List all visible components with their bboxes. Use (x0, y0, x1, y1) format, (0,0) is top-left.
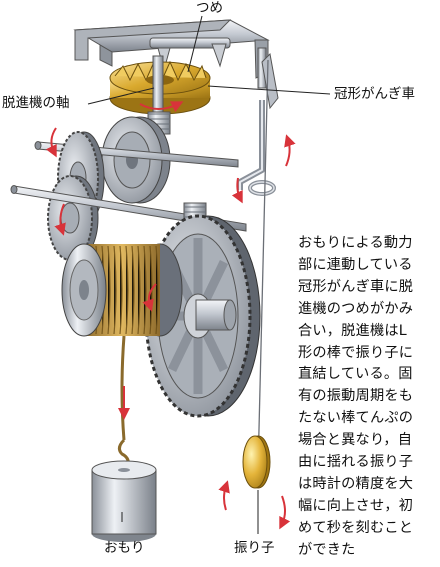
l-rod (237, 100, 276, 196)
description-line: たない棒てんぷの (298, 410, 414, 427)
pawl-leader (187, 15, 203, 73)
pendulum-rod (257, 59, 269, 471)
rod-right-arrow (284, 134, 296, 167)
description-line: めて秒を刻むこと (298, 519, 414, 536)
escapement-axle-label: 脱進機の軸 (2, 95, 70, 111)
escapement-axle-leader (87, 87, 155, 105)
description-line: 合い，脱進機はL (298, 322, 407, 339)
description-text: おもりによる動力 部に連動している 冠形がんぎ車に脱 進機のつめがかみ 合い，脱… (298, 233, 436, 562)
escapement-axle (152, 55, 164, 117)
rope-drum (61, 243, 183, 337)
description-line: 幅に向上させ，初 (298, 497, 414, 514)
upper-gear-arrow (45, 127, 57, 158)
description-line: おもりによる動力 (298, 235, 413, 251)
description-line: 冠形がんぎ車に脱 (298, 278, 414, 295)
description-line: 部に連動している (298, 256, 413, 273)
drum-axle (195, 299, 237, 331)
pendulum-bob (242, 435, 271, 489)
crown-wheel-arrow (139, 101, 184, 113)
description-line: 有の振動周期をも (298, 388, 414, 405)
drum-arrow (142, 283, 157, 312)
description-line: ができた (298, 541, 356, 558)
crown-wheel-leader (207, 85, 331, 95)
pendulum-right-arrow (279, 495, 291, 530)
pawl-label: つめ (196, 0, 223, 16)
leader-lines (87, 15, 331, 534)
description-line: 直結している。固 (298, 366, 413, 383)
pendulum-left-arrow (218, 480, 230, 511)
description-line: 形の棒で振り子に (298, 344, 414, 361)
crown-wheel-label: 冠形がんぎ車 (334, 86, 415, 102)
description-line: 由に揺れる振り子 (298, 454, 414, 471)
weight-label: おもり (104, 540, 145, 556)
pendulum-label: 振り子 (234, 540, 275, 556)
weight-rope (120, 335, 126, 441)
middle-gear-arrow (54, 203, 66, 236)
description-line: は時計の精度を大 (298, 475, 414, 492)
description-line: 進機のつめがかみ (298, 300, 414, 317)
rod-left-arrow (231, 177, 243, 204)
weight (91, 460, 157, 542)
motion-arrows (45, 101, 296, 530)
description-line: 場合と異なり，自 (298, 432, 413, 449)
